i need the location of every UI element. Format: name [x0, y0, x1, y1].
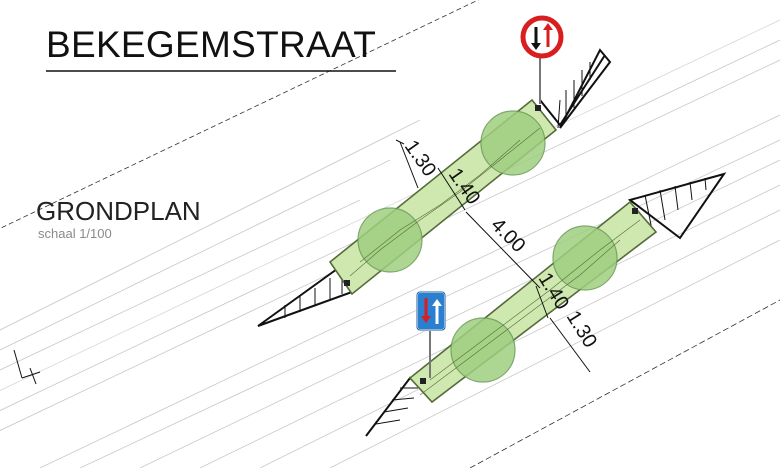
- tree-canopy: [480, 110, 546, 176]
- tree-canopy: [357, 207, 423, 273]
- dimension-lines: [395, 139, 591, 373]
- page-title: BEKEGEMSTRAAT: [46, 24, 376, 65]
- edge-marker: [13, 349, 41, 385]
- dimension-gap: 4.00: [486, 214, 529, 257]
- tree-canopy: [450, 317, 516, 383]
- upper-traffic-island: [257, 48, 612, 327]
- tree-canopy: [552, 225, 618, 291]
- sign-post-base: [420, 378, 426, 384]
- sign-post-base: [632, 208, 638, 214]
- dimension-lower-outer: 1.30: [562, 307, 601, 352]
- plan-label: GRONDPLAN: [36, 196, 201, 226]
- sign-post-base: [535, 105, 541, 111]
- lower-traffic-island: [365, 172, 727, 437]
- lower-planter: [408, 200, 658, 404]
- sign-post-base: [344, 280, 350, 286]
- scale-label: schaal 1/100: [38, 226, 112, 241]
- priority-over-oncoming-sign-icon: [416, 291, 446, 331]
- no-entry-oncoming-sign-icon: [520, 15, 564, 59]
- upper-hatched-curb: [559, 48, 612, 129]
- upper-right-hatched-curb: [627, 172, 727, 240]
